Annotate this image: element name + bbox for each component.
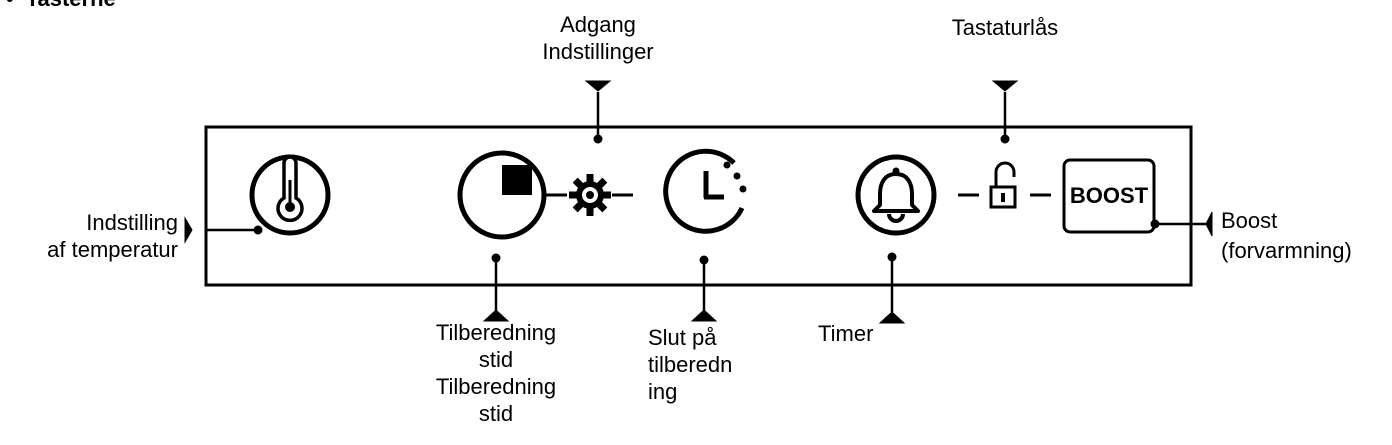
label-settings-line-2: Indstillinger <box>542 39 654 64</box>
bell-icon <box>872 167 920 223</box>
label-temperature: Indstilling af temperatur <box>0 209 178 263</box>
heading-bullet: • <box>6 0 14 12</box>
label-cooking-time: Tilberedning stid Tilberedning stid <box>406 319 586 427</box>
label-end-of-cooking-line-3: ing <box>648 379 678 404</box>
cooking-time-icon <box>502 165 532 195</box>
padlock-open-icon[interactable] <box>989 161 1017 209</box>
end-of-cooking-clock-icon <box>663 148 745 234</box>
label-end-of-cooking: Slut på tilberedn ing <box>648 324 732 405</box>
callout-pointers <box>184 80 1213 324</box>
boost-button-text: BOOST <box>1070 183 1149 208</box>
label-cooking-time-line-4: stid <box>478 401 514 426</box>
label-settings: Adgang Indstillinger <box>508 11 688 65</box>
label-cooking-time-line-2: stid <box>478 347 514 372</box>
label-temperature-line-1: Indstilling <box>86 210 178 235</box>
label-end-of-cooking-line-1: Slut på <box>648 325 717 350</box>
thermometer-icon <box>276 155 304 223</box>
heading-title: Tasterne <box>26 0 116 11</box>
label-timer: Timer <box>818 320 873 347</box>
label-boost: Boost (forvarmning) <box>1221 207 1352 264</box>
label-keylock-line: Tastaturlås <box>951 15 1059 40</box>
label-boost-line-1: Boost <box>1221 208 1278 233</box>
label-end-of-cooking-line-2: tilberedn <box>648 352 733 377</box>
end-of-cooking-button[interactable] <box>663 148 747 234</box>
label-temperature-line-2: af temperatur <box>47 237 178 262</box>
label-cooking-time-line-3: Tilberedning <box>435 374 557 399</box>
label-settings-line-1: Adgang <box>560 12 636 37</box>
timer-button[interactable] <box>855 154 937 236</box>
temperature-button[interactable] <box>249 154 331 236</box>
section-heading: • Tasterne <box>0 0 116 12</box>
label-boost-line-2: (forvarmning) <box>1221 238 1352 263</box>
gear-icon[interactable] <box>569 174 611 216</box>
label-timer-line: Timer <box>818 321 874 346</box>
boost-button[interactable]: BOOST <box>1062 158 1156 234</box>
label-cooking-time-line-1: Tilberedning <box>435 320 557 345</box>
cooking-time-button[interactable] <box>457 150 547 240</box>
label-keylock: Tastaturlås <box>915 14 1095 41</box>
